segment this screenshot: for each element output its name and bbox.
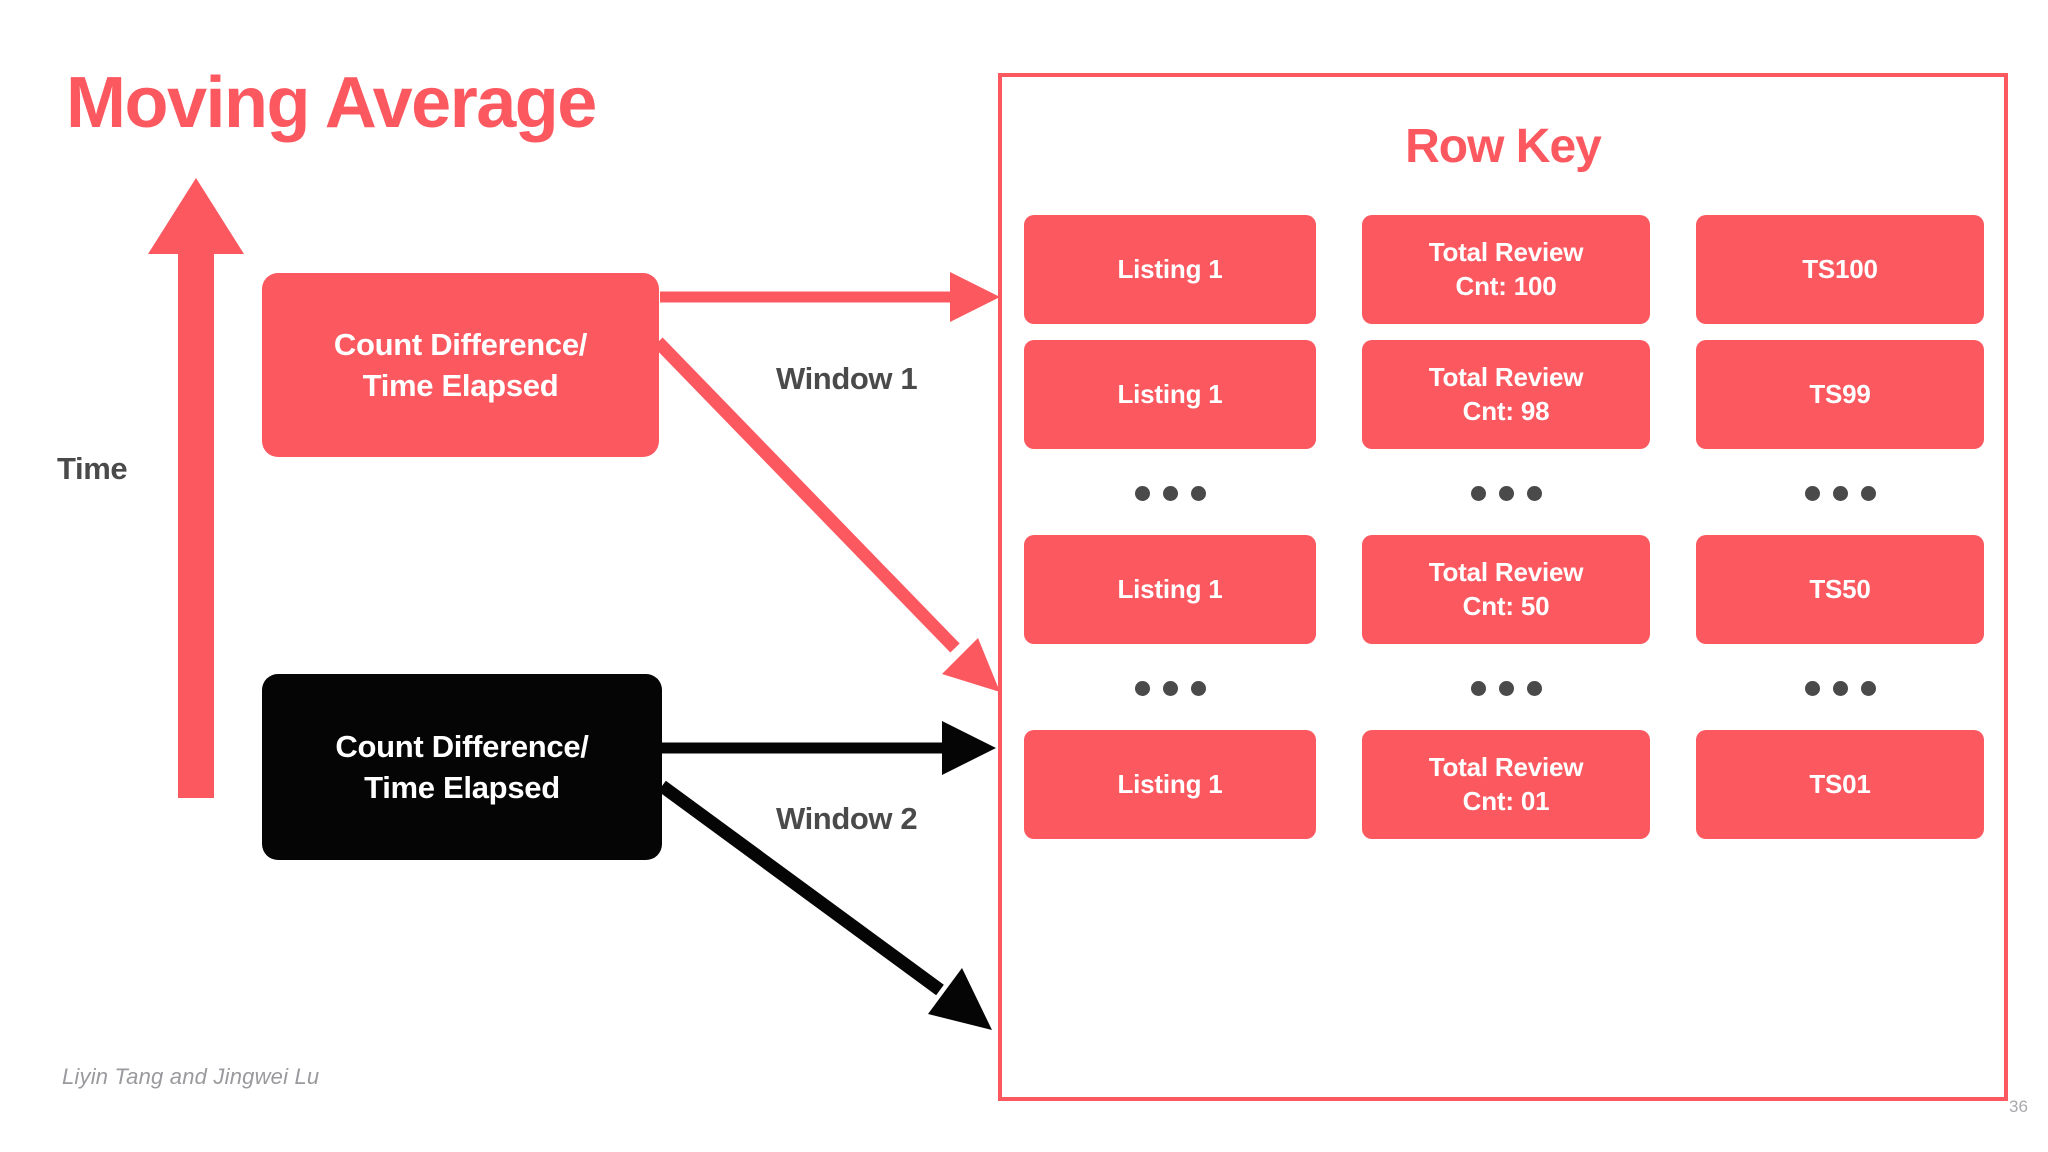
cell-review-count-text: Total Review Cnt: 98 [1429,361,1584,428]
ellipsis-icon [1696,660,1984,716]
time-axis-up-arrow-icon [148,178,244,798]
ellipsis-dot [1804,680,1820,696]
footer-authors: Liyin Tang and Jingwei Lu [62,1064,320,1089]
cell-timestamp[interactable]: TS100 [1696,215,1984,324]
cell-listing[interactable]: Listing 1 [1024,730,1316,839]
ellipsis-dot [1470,680,1486,696]
ellipsis-icon [1362,465,1650,521]
row-key-title: Row Key [1405,120,1602,173]
window-2-metric-line1: Count Difference/ [335,728,589,764]
window-2-metric-line2: Time Elapsed [364,770,560,805]
row-key-panel: Row Key Listing 1 Total Review Cnt: 100 … [998,73,2008,1101]
cell-review-count-line1: Total Review [1428,752,1584,783]
table-row-ellipsis [1024,660,1984,716]
table-row: Listing 1 Total Review Cnt: 98 TS99 [1024,340,1984,449]
cell-review-count-line1: Total Review [1428,362,1584,393]
cell-review-count[interactable]: Total Review Cnt: 01 [1362,730,1650,839]
time-axis-label: Time [57,451,128,486]
ellipsis-dot [1526,680,1542,696]
window-1-label: Window 1 [776,361,918,396]
window-2-metric-box[interactable]: Count Difference/ Time Elapsed [262,674,662,860]
table-row: Listing 1 Total Review Cnt: 01 TS01 [1024,730,1984,839]
ellipsis-dot [1498,485,1514,501]
ellipsis-dot [1526,485,1542,501]
cell-review-count-text: Total Review Cnt: 100 [1429,236,1584,303]
ellipsis-dot [1162,680,1178,696]
cell-review-count-line2: Cnt: 98 [1462,395,1550,426]
row-key-grid: Listing 1 Total Review Cnt: 100 TS100 Li… [1024,215,1984,855]
window-2-label: Window 2 [776,801,918,836]
cell-timestamp[interactable]: TS01 [1696,730,1984,839]
ellipsis-icon [1696,465,1984,521]
cell-review-count-line2: Cnt: 100 [1455,270,1557,301]
ellipsis-dot [1162,485,1178,501]
window-1-straight-arrow-icon [660,272,1000,322]
ellipsis-dot [1804,485,1820,501]
ellipsis-dot [1832,680,1848,696]
table-row: Listing 1 Total Review Cnt: 50 TS50 [1024,535,1984,644]
cell-listing[interactable]: Listing 1 [1024,535,1316,644]
cell-review-count-text: Total Review Cnt: 01 [1429,751,1584,818]
window-1-metric-box[interactable]: Count Difference/ Time Elapsed [262,273,659,457]
ellipsis-icon [1362,660,1650,716]
cell-listing[interactable]: Listing 1 [1024,340,1316,449]
ellipsis-dot [1470,485,1486,501]
table-row-ellipsis [1024,465,1984,521]
cell-review-count-line1: Total Review [1428,557,1584,588]
window-1-metric-text: Count Difference/ Time Elapsed [333,324,588,406]
ellipsis-dot [1190,680,1206,696]
ellipsis-dot [1832,485,1848,501]
cell-review-count[interactable]: Total Review Cnt: 100 [1362,215,1650,324]
ellipsis-icon [1024,660,1316,716]
cell-review-count-line1: Total Review [1428,237,1584,268]
ellipsis-icon [1024,465,1316,521]
ellipsis-dot [1860,680,1876,696]
cell-review-count[interactable]: Total Review Cnt: 50 [1362,535,1650,644]
cell-review-count-line2: Cnt: 50 [1462,590,1550,621]
page-number: 36 [2009,1097,2028,1116]
ellipsis-dot [1134,485,1150,501]
ellipsis-dot [1190,485,1206,501]
cell-timestamp[interactable]: TS50 [1696,535,1984,644]
ellipsis-dot [1134,680,1150,696]
ellipsis-dot [1498,680,1514,696]
cell-review-count[interactable]: Total Review Cnt: 98 [1362,340,1650,449]
cell-listing[interactable]: Listing 1 [1024,215,1316,324]
window-1-metric-line1: Count Difference/ [333,326,588,362]
ellipsis-dot [1860,485,1876,501]
cell-review-count-line2: Cnt: 01 [1462,785,1550,816]
cell-timestamp[interactable]: TS99 [1696,340,1984,449]
window-1-metric-line2: Time Elapsed [362,368,559,403]
window-2-metric-text: Count Difference/ Time Elapsed [335,726,589,808]
table-row: Listing 1 Total Review Cnt: 100 TS100 [1024,215,1984,324]
window-2-straight-arrow-icon [662,721,996,775]
page-title: Moving Average [66,63,597,143]
cell-review-count-text: Total Review Cnt: 50 [1429,556,1584,623]
